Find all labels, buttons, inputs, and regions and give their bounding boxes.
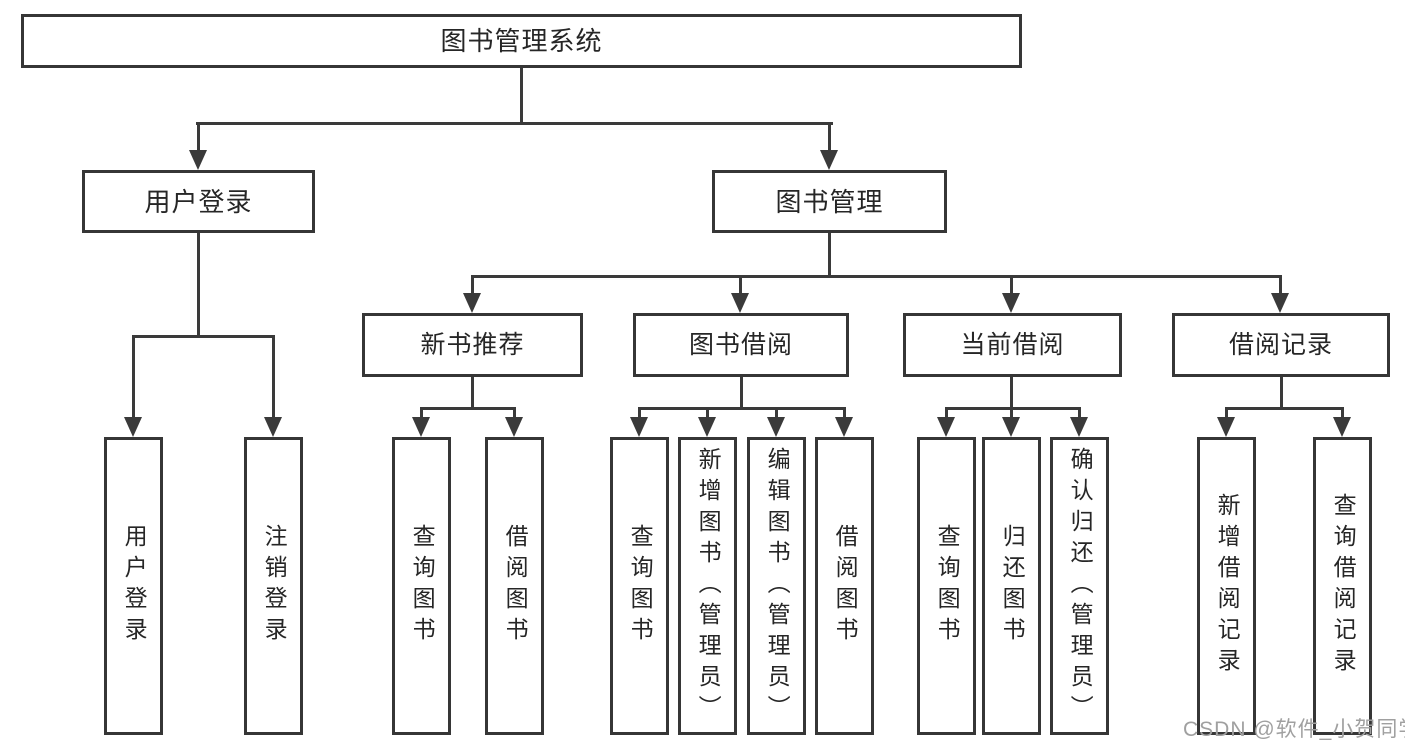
node-label: 当前借阅 [960, 330, 1065, 359]
leaf-node-query-books-1: 查询图书 [392, 437, 451, 735]
connector-arrowhead [835, 417, 853, 437]
leaf-node-user-login: 用户登录 [104, 437, 163, 735]
leaf-label: 查询图书 [627, 524, 654, 648]
csdn-watermark: CSDN @软件_小贺同学 [1183, 718, 1405, 741]
leaf-node-query-books-2: 查询图书 [610, 437, 669, 735]
connector-line [1225, 407, 1344, 410]
leaf-node-query-books-3: 查询图书 [917, 437, 976, 735]
connector-line [1225, 407, 1228, 423]
connector-line [132, 335, 135, 419]
leaf-label: 用户登录 [121, 524, 148, 648]
connector-line [1078, 407, 1081, 423]
node-label: 图书借阅 [688, 330, 793, 359]
connector-line [197, 233, 200, 335]
connector-line [420, 407, 423, 423]
connector-arrowhead [1002, 417, 1020, 437]
connector-arrowhead [463, 293, 481, 313]
connector-arrowhead [1271, 293, 1289, 313]
connector-line [471, 275, 1282, 278]
connector-line [1280, 377, 1283, 407]
leaf-label: 借阅图书 [832, 524, 859, 648]
leaf-node-confirm-return-admin: 确认归还（管理员） [1050, 437, 1109, 735]
connector-line [471, 275, 474, 297]
connector-arrowhead [264, 417, 282, 437]
connector-arrowhead [1002, 293, 1020, 313]
connector-line [1010, 275, 1013, 297]
connector-line [1010, 407, 1013, 423]
leaf-node-borrow-books-2: 借阅图书 [815, 437, 874, 735]
connector-line [638, 407, 641, 423]
leaf-label: 查询图书 [934, 524, 961, 648]
connector-arrowhead [505, 417, 523, 437]
connector-line [196, 122, 833, 125]
leaf-label: 查询图书 [409, 524, 436, 648]
connector-arrowhead [189, 150, 207, 170]
node-label: 图书管理 [775, 186, 884, 217]
leaf-node-logout: 注销登录 [244, 437, 303, 735]
leaf-label: 新增图书（管理员） [695, 446, 722, 726]
connector-line [272, 335, 275, 419]
leaf-label: 注销登录 [261, 524, 288, 648]
node-book-borrow: 图书借阅 [633, 313, 849, 377]
connector-line [132, 335, 275, 338]
leaf-label: 借阅图书 [502, 524, 529, 648]
connector-arrowhead [630, 417, 648, 437]
connector-line [520, 68, 523, 122]
connector-line [420, 407, 516, 410]
node-user-login: 用户登录 [82, 170, 315, 233]
leaf-label: 查询借阅记录 [1330, 493, 1357, 679]
connector-line [775, 407, 778, 423]
connector-line [945, 407, 948, 423]
node-book-management: 图书管理 [712, 170, 947, 233]
leaf-label: 新增借阅记录 [1214, 493, 1241, 679]
connector-line [1010, 377, 1013, 407]
leaf-node-return-books: 归还图书 [982, 437, 1041, 735]
leaf-label: 确认归还（管理员） [1067, 446, 1094, 726]
connector-arrowhead [698, 417, 716, 437]
node-current-borrow: 当前借阅 [903, 313, 1122, 377]
connector-line [945, 407, 1081, 410]
connector-line [638, 407, 846, 410]
leaf-node-add-books-admin: 新增图书（管理员） [678, 437, 737, 735]
connector-arrowhead [1333, 417, 1351, 437]
connector-arrowhead [412, 417, 430, 437]
leaf-node-add-borrow-record: 新增借阅记录 [1197, 437, 1256, 735]
connector-line [739, 275, 742, 297]
node-label: 借阅记录 [1228, 330, 1333, 359]
node-borrow-records: 借阅记录 [1172, 313, 1390, 377]
node-root-label: 图书管理系统 [440, 26, 603, 56]
connector-line [471, 377, 474, 407]
connector-arrowhead [937, 417, 955, 437]
leaf-node-edit-books-admin: 编辑图书（管理员） [747, 437, 806, 735]
connector-line [1279, 275, 1282, 297]
node-root: 图书管理系统 [21, 14, 1022, 68]
connector-arrowhead [124, 417, 142, 437]
node-label: 用户登录 [144, 186, 253, 217]
leaf-label: 编辑图书（管理员） [764, 446, 791, 726]
node-label: 新书推荐 [420, 330, 525, 359]
connector-line [197, 122, 200, 152]
connector-line [828, 233, 831, 275]
leaf-node-query-borrow-record: 查询借阅记录 [1313, 437, 1372, 735]
connector-line [740, 377, 743, 407]
connector-line [828, 122, 831, 152]
connector-line [843, 407, 846, 423]
connector-line [1341, 407, 1344, 423]
leaf-node-borrow-books-1: 借阅图书 [485, 437, 544, 735]
connector-line [513, 407, 516, 423]
connector-arrowhead [1070, 417, 1088, 437]
connector-arrowhead [731, 293, 749, 313]
connector-arrowhead [767, 417, 785, 437]
node-new-book-recommend: 新书推荐 [362, 313, 583, 377]
connector-arrowhead [820, 150, 838, 170]
connector-line [706, 407, 709, 423]
connector-arrowhead [1217, 417, 1235, 437]
leaf-label: 归还图书 [999, 524, 1026, 648]
